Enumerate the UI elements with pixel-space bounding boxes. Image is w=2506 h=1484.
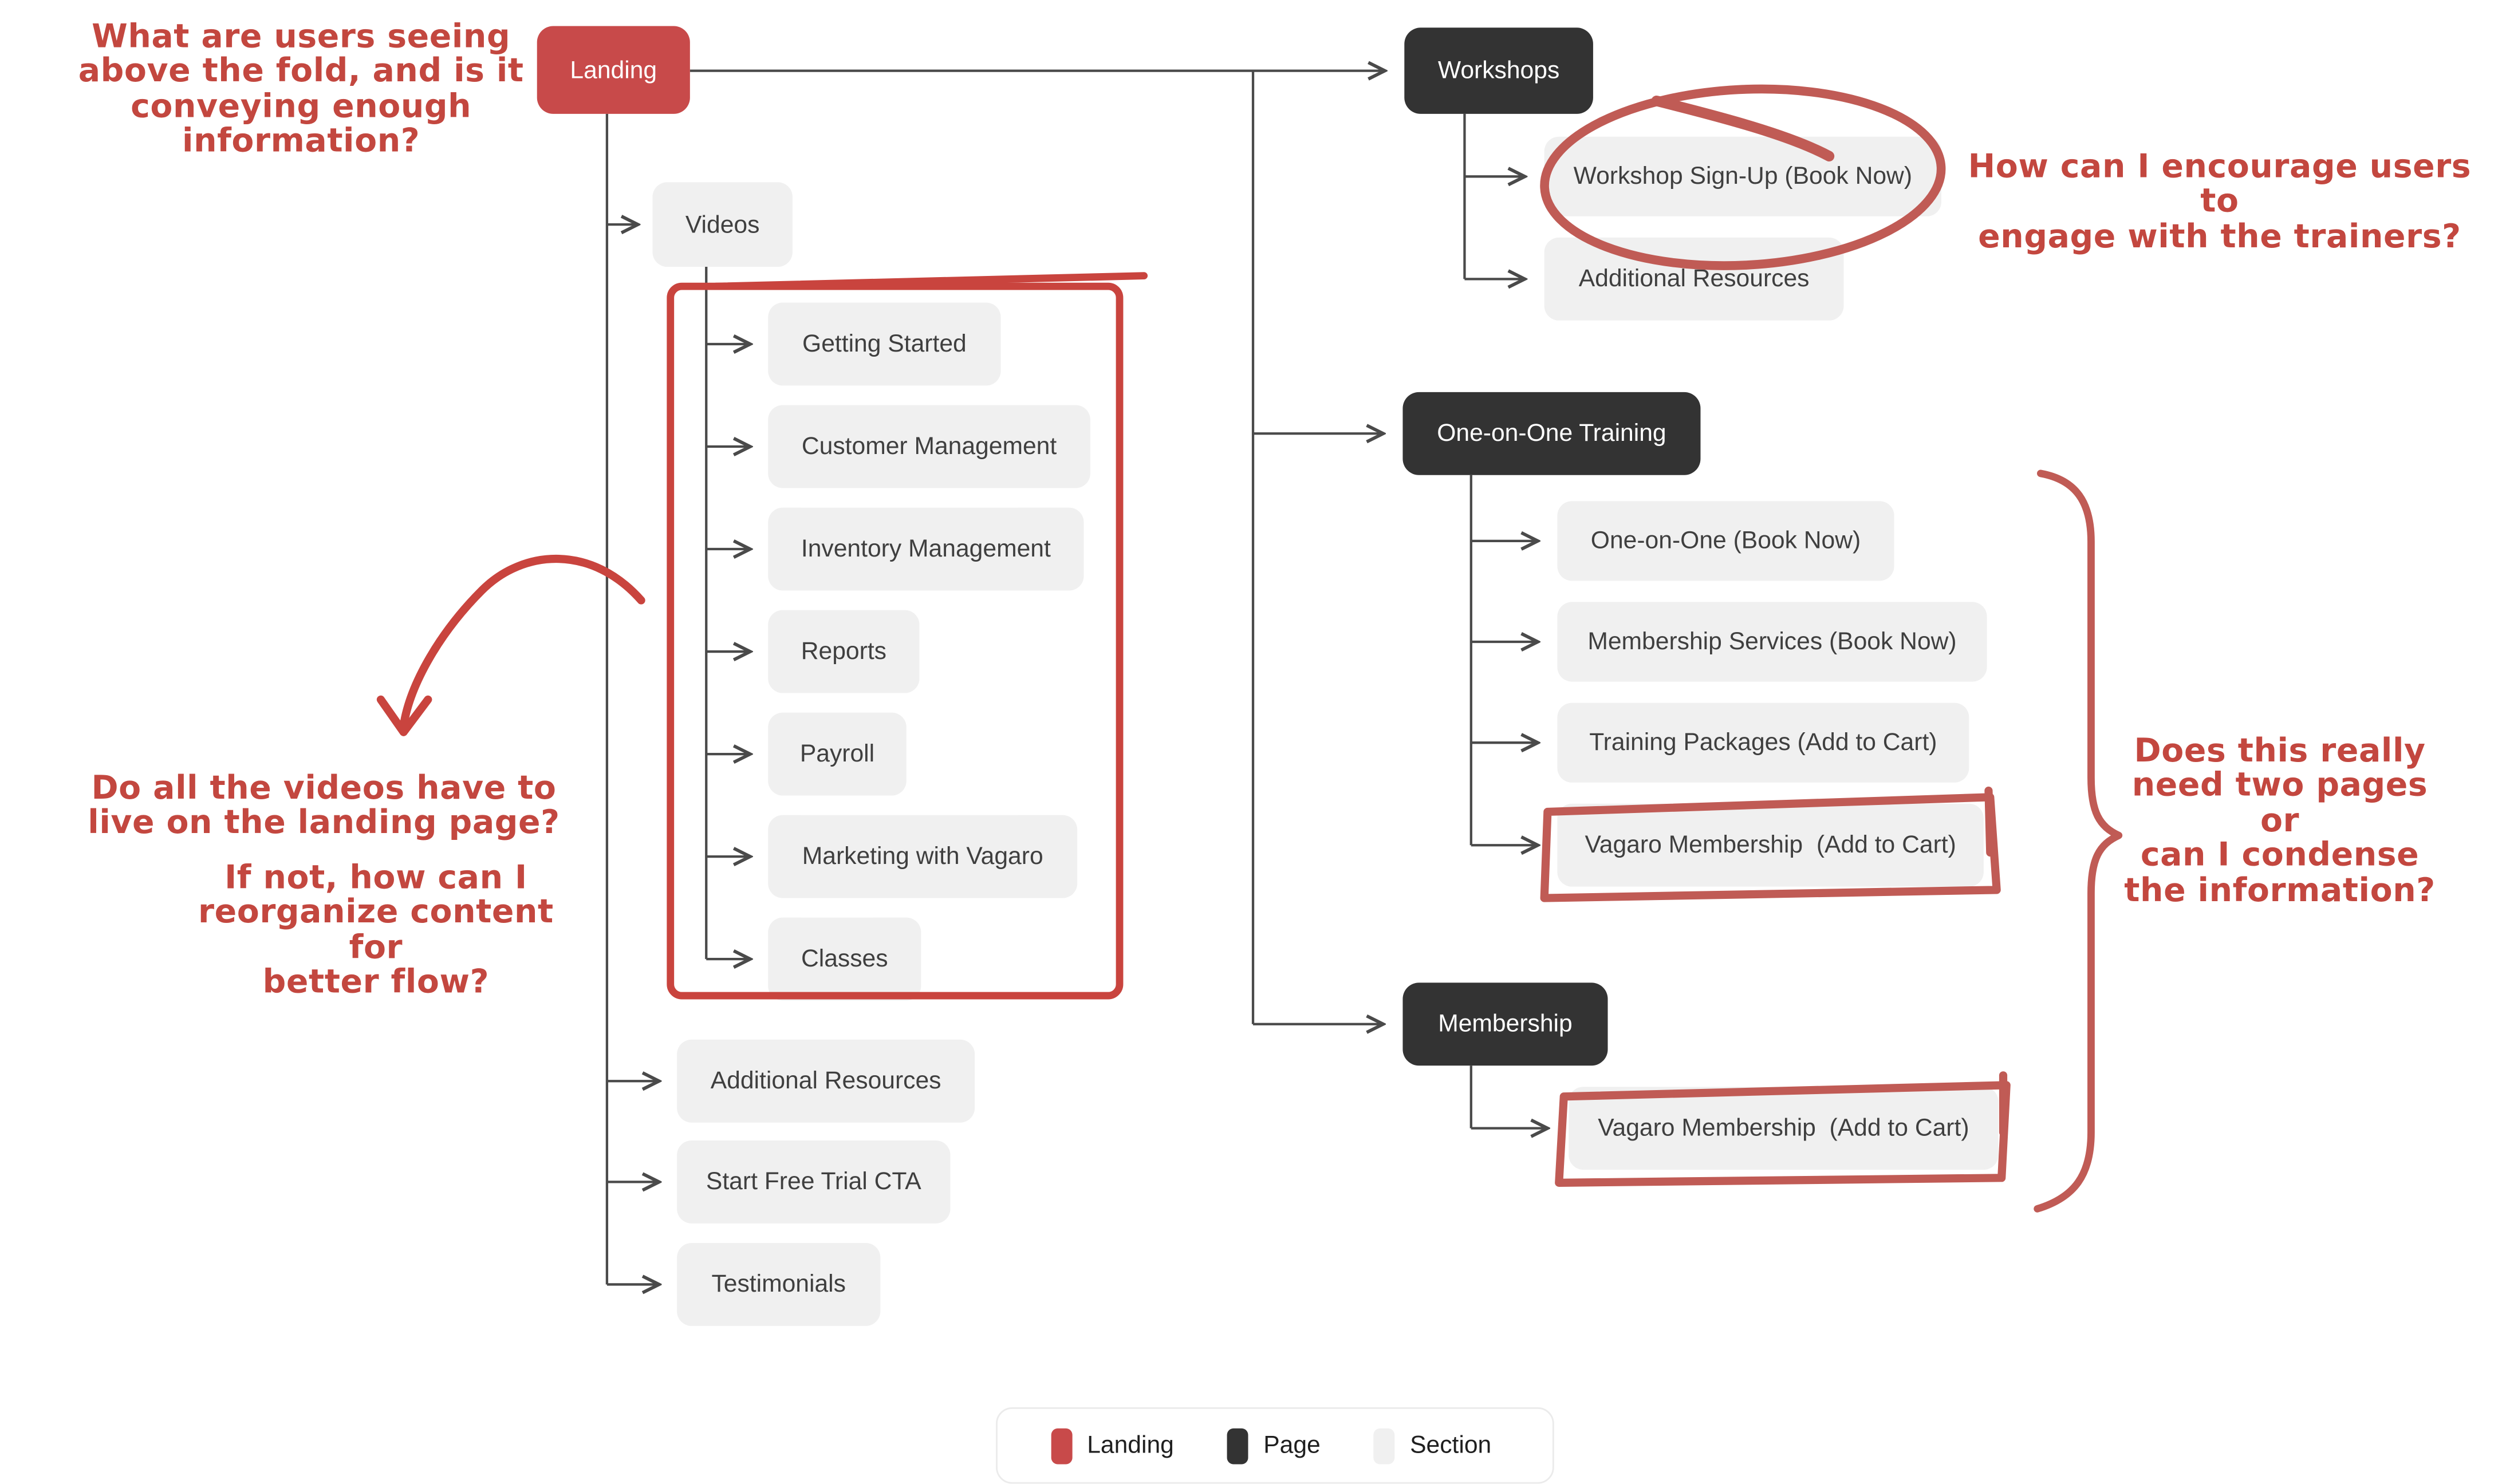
node-video-classes[interactable]: Classes <box>768 917 921 1001</box>
annotation-engage-trainers: How can I encourage users to engage with… <box>1968 146 2472 255</box>
node-workshops-additional-resources[interactable]: Additional Resources <box>1544 237 1844 321</box>
node-workshops[interactable]: Workshops <box>1404 27 1593 114</box>
legend-label-section: Section <box>1410 1431 1492 1459</box>
videos-question-arrow <box>399 554 645 730</box>
legend-swatch-page <box>1227 1427 1249 1464</box>
legend-label-page: Page <box>1263 1431 1321 1459</box>
node-videos[interactable]: Videos <box>652 182 793 267</box>
videos-question-arrowhead <box>376 695 432 736</box>
legend-swatch-landing <box>1051 1427 1073 1464</box>
node-landing-additional-resources[interactable]: Additional Resources <box>677 1039 975 1123</box>
node-vagaro-membership-training[interactable]: Vagaro Membership (Add to Cart) <box>1557 803 1984 887</box>
videos-rectangle-overshoot-stroke <box>712 272 1148 290</box>
annotation-two-pages: Does this really need two pages or can I… <box>2124 730 2436 909</box>
node-one-on-one-training[interactable]: One-on-One Training <box>1402 392 1701 475</box>
node-one-on-one-book-now[interactable]: One-on-One (Book Now) <box>1557 501 1894 581</box>
annotation-videos-question: Do all the videos have to live on the la… <box>88 768 560 842</box>
node-video-customer-management[interactable]: Customer Management <box>768 405 1090 488</box>
node-video-inventory-management[interactable]: Inventory Management <box>768 507 1084 591</box>
legend-item-section: Section <box>1374 1427 1492 1464</box>
node-video-payroll[interactable]: Payroll <box>768 712 907 796</box>
node-landing-testimonials[interactable]: Testimonials <box>677 1242 881 1326</box>
legend-label-landing: Landing <box>1087 1431 1174 1459</box>
legend-item-landing: Landing <box>1051 1427 1174 1464</box>
node-membership[interactable]: Membership <box>1402 982 1608 1066</box>
node-video-reports[interactable]: Reports <box>768 610 920 693</box>
node-landing[interactable]: Landing <box>537 26 690 114</box>
annotation-above-fold: What are users seeing above the fold, an… <box>78 16 524 160</box>
node-vagaro-membership-page[interactable]: Vagaro Membership (Add to Cart) <box>1569 1087 1999 1170</box>
node-landing-free-trial-cta[interactable]: Start Free Trial CTA <box>677 1140 951 1223</box>
node-training-packages[interactable]: Training Packages (Add to Cart) <box>1557 702 1969 783</box>
node-membership-services[interactable]: Membership Services (Book Now) <box>1557 602 1987 682</box>
node-video-getting-started[interactable]: Getting Started <box>768 302 1001 386</box>
node-workshop-signup[interactable]: Workshop Sign-Up (Book Now) <box>1544 136 1942 216</box>
legend-swatch-section <box>1374 1427 1396 1464</box>
vagaro-training-highlight-tick <box>1984 786 1995 857</box>
legend-item-page: Page <box>1227 1427 1321 1464</box>
two-pages-brace <box>2034 469 2123 1213</box>
legend: Landing Page Section <box>996 1407 1554 1484</box>
annotation-videos-followup: If not, how can I reorganize content for… <box>198 857 554 1001</box>
node-video-marketing[interactable]: Marketing with Vagaro <box>768 815 1078 898</box>
